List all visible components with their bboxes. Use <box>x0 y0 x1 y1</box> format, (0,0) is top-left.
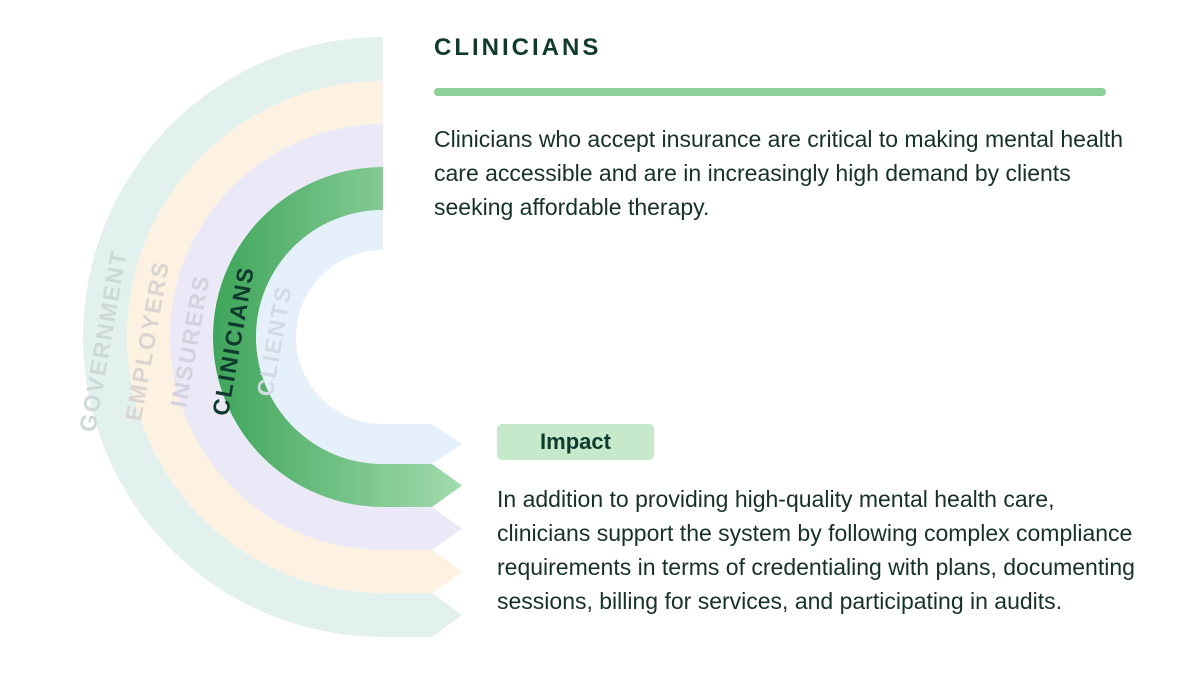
title-divider <box>434 88 1106 96</box>
section-title: CLINICIANS <box>434 34 602 61</box>
band-insurers[interactable] <box>170 124 462 550</box>
band-clients[interactable] <box>256 210 462 464</box>
impact-description: In addition to providing high-quality me… <box>497 486 1135 614</box>
impact-badge: Impact <box>497 424 654 460</box>
stakeholder-arc-diagram: GOVERNMENTEMPLOYERSINSURERSCLINICIANSCLI… <box>74 37 462 637</box>
section-description: Clinicians who accept insurance are crit… <box>434 126 1124 220</box>
band-clinicians[interactable] <box>213 167 462 507</box>
band-employers[interactable] <box>127 81 462 593</box>
